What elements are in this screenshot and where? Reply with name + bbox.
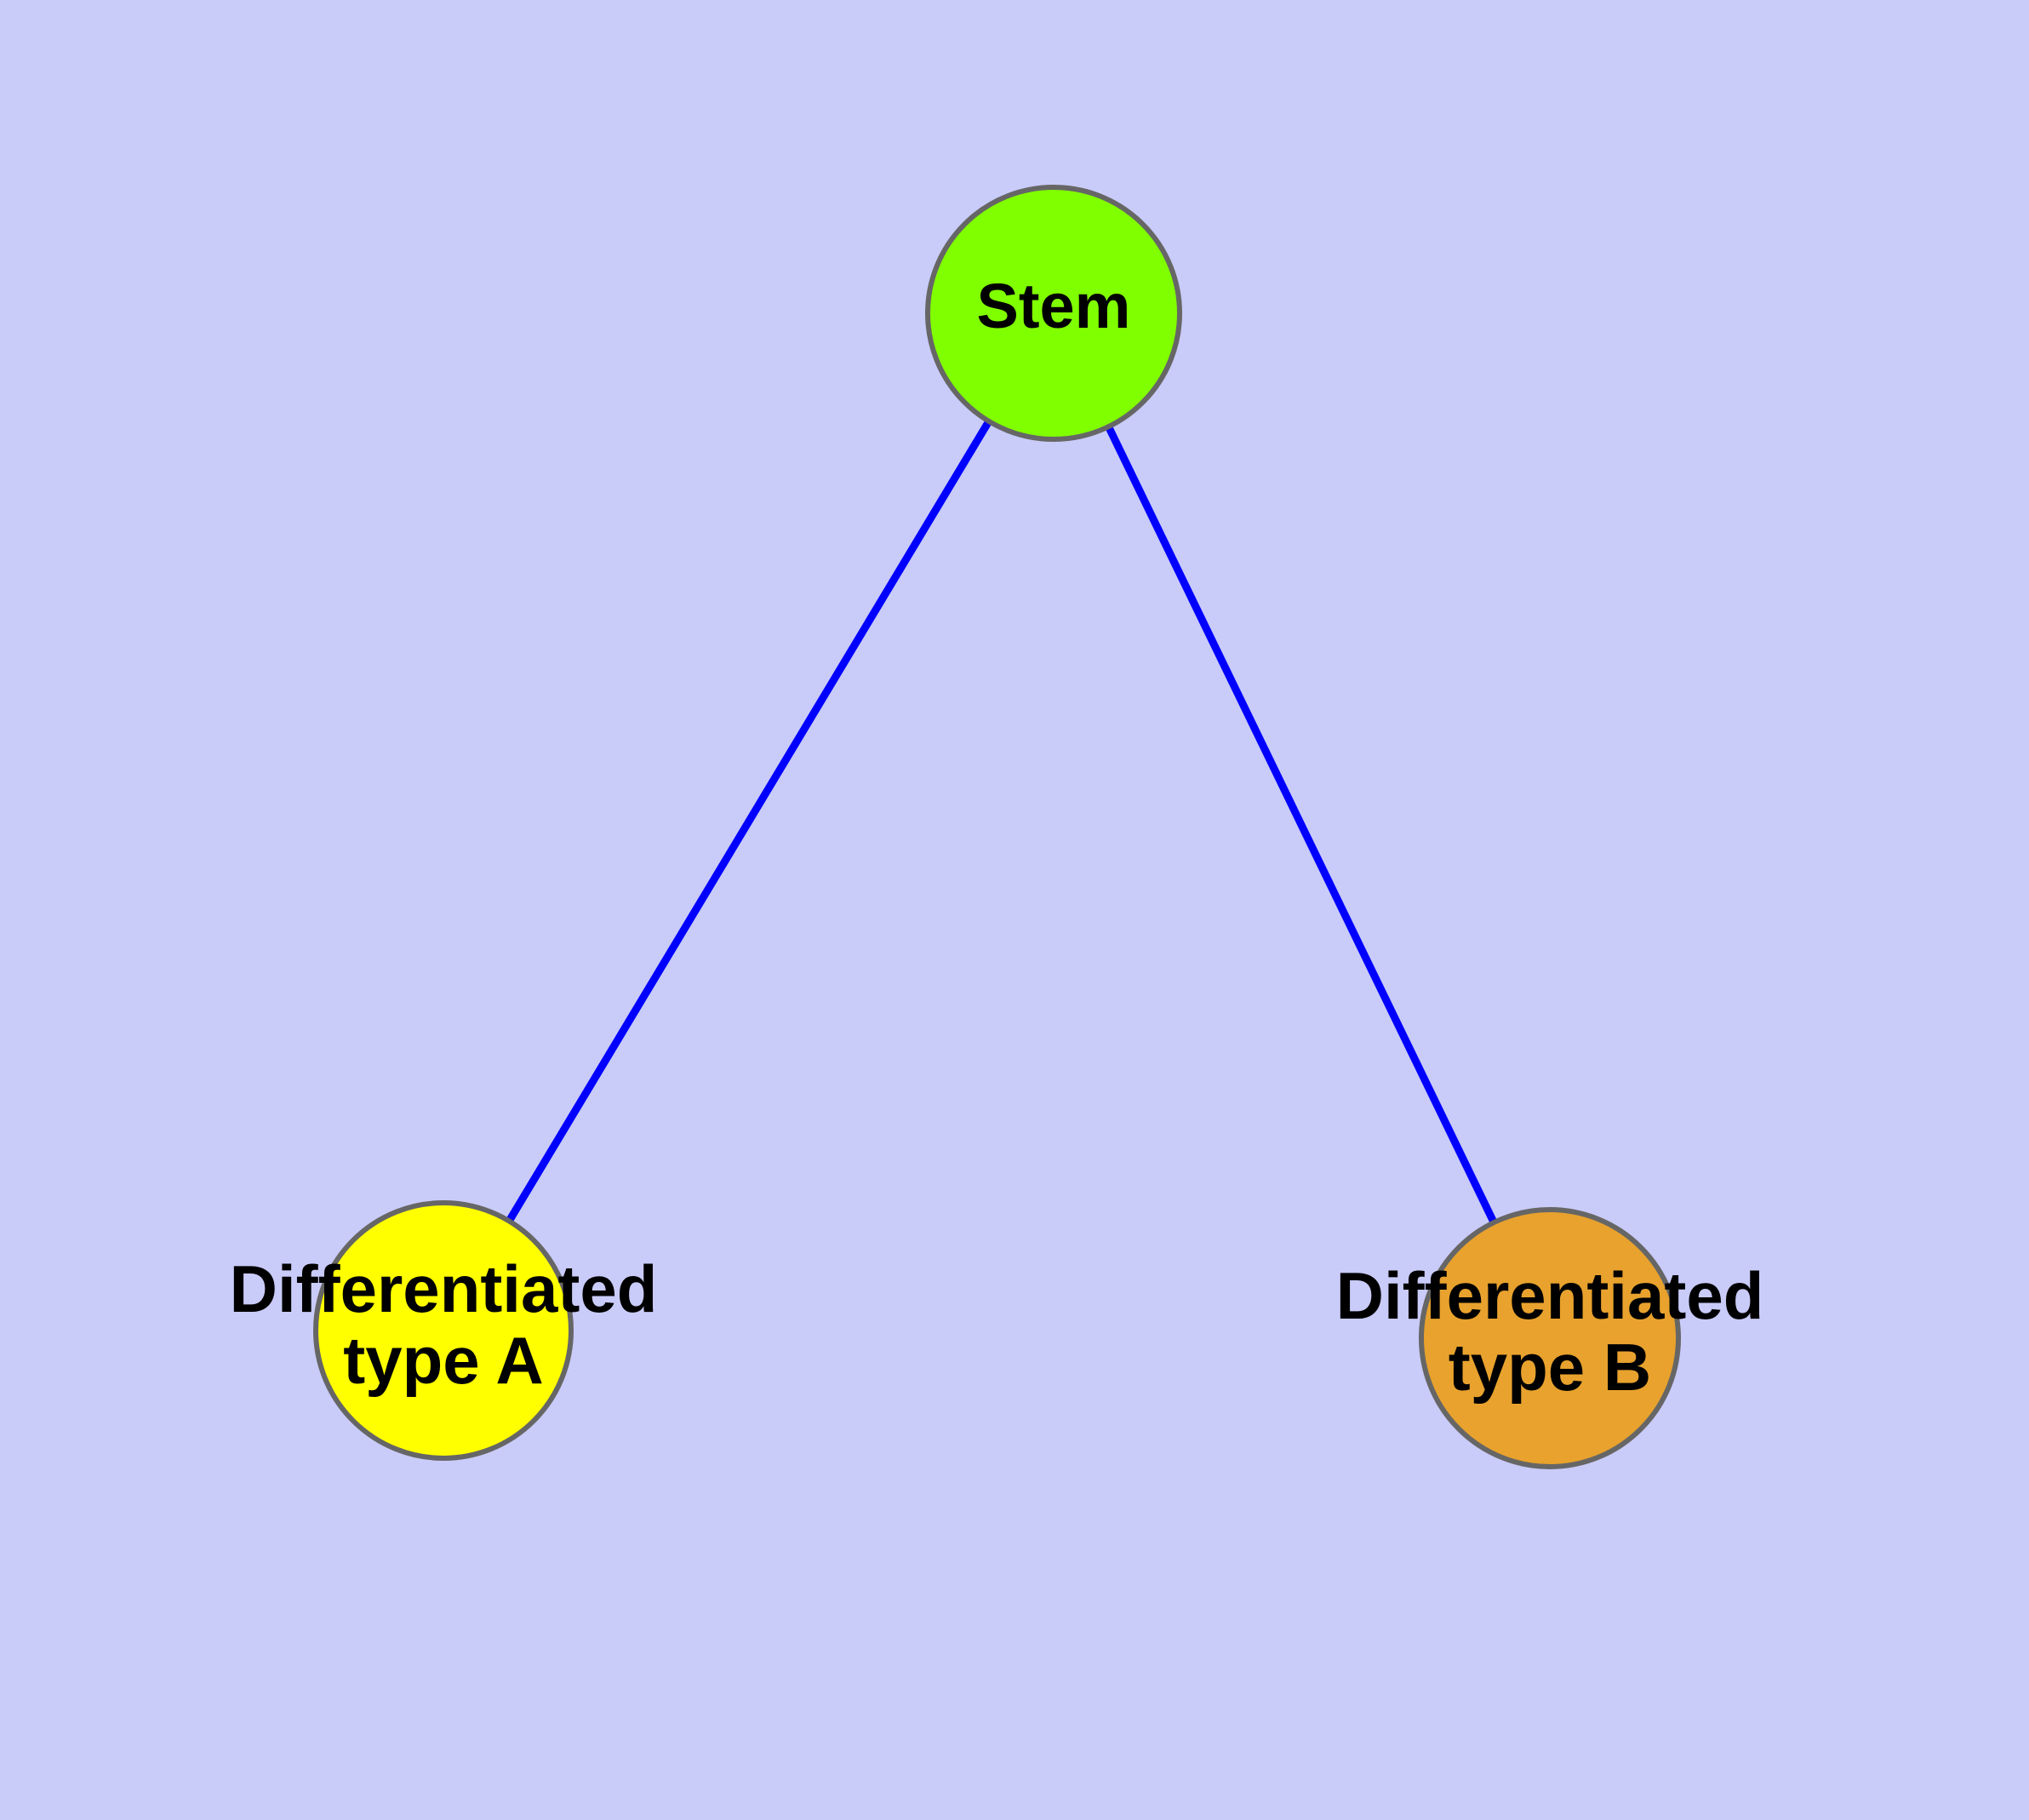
edge-layer [506, 419, 1498, 1225]
edge-stem-to-differentiated-type-b [1105, 425, 1498, 1225]
edge-stem-to-differentiated-type-a [506, 419, 992, 1223]
node-differentiated-type-b[interactable] [1419, 1207, 1681, 1469]
node-stem[interactable] [925, 185, 1182, 442]
node-differentiated-type-a[interactable] [313, 1200, 574, 1461]
node-layer [313, 185, 1681, 1469]
